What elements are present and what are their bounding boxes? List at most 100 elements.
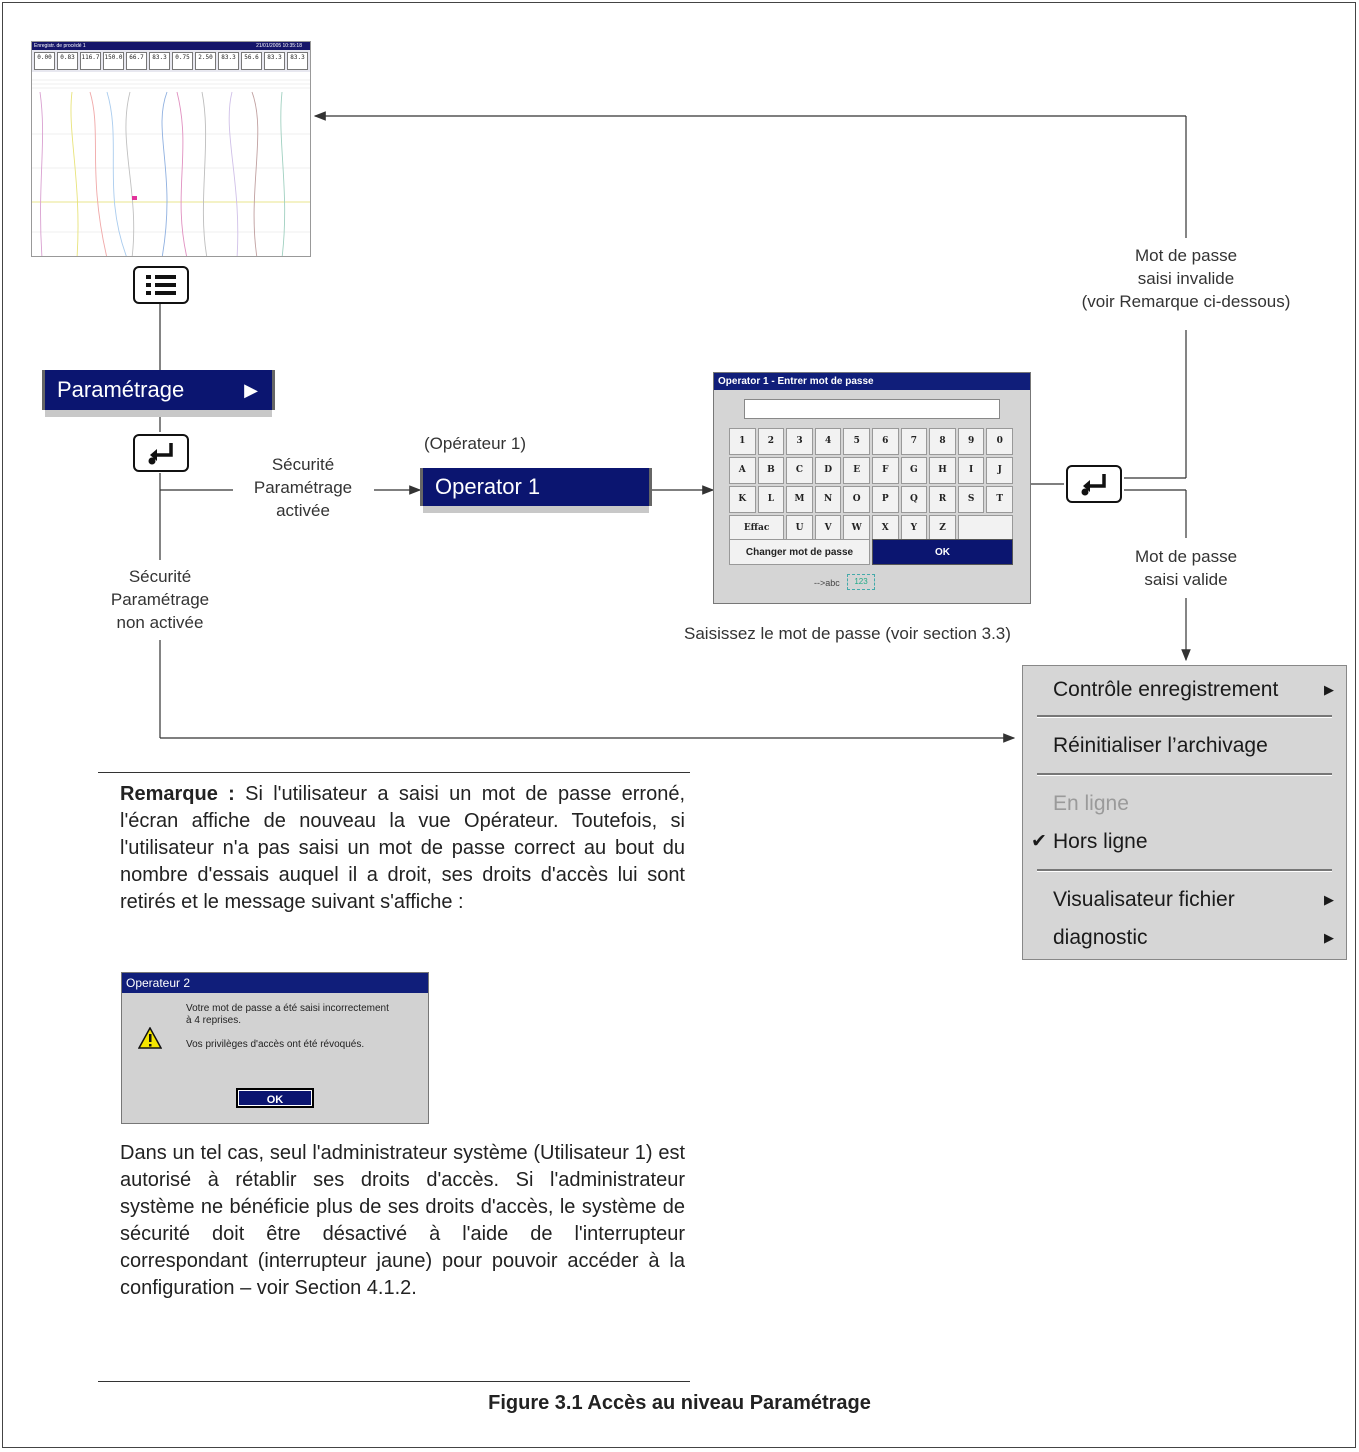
clear-key[interactable]: Effac xyxy=(729,515,785,542)
key-j[interactable]: J xyxy=(986,457,1013,484)
recorder-tile: 83.3 xyxy=(287,52,308,70)
key-2[interactable]: 2 xyxy=(757,428,785,455)
key-n[interactable]: N xyxy=(814,486,842,513)
menu-item-online: En ligne xyxy=(1053,792,1129,815)
key-v[interactable]: V xyxy=(814,515,842,542)
key-t[interactable]: T xyxy=(986,486,1013,513)
key-d[interactable]: D xyxy=(814,457,842,484)
key-8[interactable]: 8 xyxy=(929,428,956,455)
recorder-tile: 0.00 xyxy=(34,52,55,70)
key-r[interactable]: R xyxy=(929,486,956,513)
figure-caption: Figure 3.1 Accès au niveau Paramétrage xyxy=(488,1392,871,1414)
menu-separator xyxy=(1037,869,1332,872)
recorder-tile: 83.3 xyxy=(264,52,285,70)
key-9[interactable]: 9 xyxy=(957,428,985,455)
enter-key-icon xyxy=(1081,474,1106,496)
key-o[interactable]: O xyxy=(843,486,870,513)
error-dialog-title: Operateur 2 xyxy=(122,973,428,993)
warning-icon xyxy=(138,1027,162,1049)
recorder-title: Enregistr. de procédé 1 xyxy=(34,43,86,49)
parametrage-menu-item[interactable]: Paramétrage ▶ xyxy=(42,370,275,417)
enter-key-button-2[interactable] xyxy=(1066,465,1122,503)
error-line-1: Votre mot de passe a été saisi incorrect… xyxy=(186,1003,389,1014)
key-1[interactable]: 1 xyxy=(729,428,756,455)
key-6[interactable]: 6 xyxy=(872,428,899,455)
keypad-ok-button[interactable]: OK xyxy=(872,539,1013,565)
recorder-tile: 116.7 xyxy=(80,52,101,70)
key-c[interactable]: C xyxy=(786,457,813,484)
recorder-screen: Enregistr. de procédé 1 21/01/2005 10:35… xyxy=(31,41,311,257)
key-m[interactable]: M xyxy=(786,486,813,513)
enter-key-button[interactable] xyxy=(133,434,189,472)
operator-shadow xyxy=(423,506,649,513)
menu-item-offline[interactable]: ✔ Hors ligne xyxy=(1031,825,1336,859)
key-k[interactable]: K xyxy=(729,486,756,513)
error-line-3: Vos privilèges d'accès ont été révoqués. xyxy=(186,1039,365,1050)
input-mode-label: -->abc xyxy=(814,578,840,588)
recorder-titlebar: Enregistr. de procédé 1 21/01/2005 10:35… xyxy=(32,42,310,50)
password-input[interactable] xyxy=(744,399,1000,419)
chevron-right-icon: ▶ xyxy=(1324,930,1334,945)
key-5[interactable]: 5 xyxy=(843,428,870,455)
security-on-label: Sécurité Paramétrage activée xyxy=(233,453,373,522)
checkmark-icon: ✔ xyxy=(1031,831,1047,852)
recorder-tile: 0.75 xyxy=(172,52,193,70)
operator-1-item[interactable]: Operator 1 xyxy=(420,468,652,513)
keypad-action-row: Changer mot de passe OK xyxy=(729,539,1013,565)
key-3[interactable]: 3 xyxy=(786,428,813,455)
key-e[interactable]: E xyxy=(843,457,870,484)
menu-item-file-viewer[interactable]: Visualisateur fichier▶ xyxy=(1053,883,1336,917)
parametrage-label: Paramétrage xyxy=(57,377,185,402)
key-q[interactable]: Q xyxy=(900,486,928,513)
enter-key-icon xyxy=(148,443,173,465)
key-z[interactable]: Z xyxy=(929,515,956,542)
key-w[interactable]: W xyxy=(843,515,870,542)
key-7[interactable]: 7 xyxy=(900,428,928,455)
key-f[interactable]: F xyxy=(872,457,899,484)
key-l[interactable]: L xyxy=(757,486,785,513)
key-s[interactable]: S xyxy=(957,486,985,513)
key-y[interactable]: Y xyxy=(900,515,928,542)
menu-separator xyxy=(1037,773,1332,776)
enter-password-note: Saisissez le mot de passe (voir section … xyxy=(684,622,1011,645)
remark-heading: Remarque : xyxy=(120,783,235,805)
operator-caption: (Opérateur 1) xyxy=(424,432,527,455)
key-i[interactable]: I xyxy=(957,457,985,484)
key-x[interactable]: X xyxy=(872,515,899,542)
recorder-tile: 2.50 xyxy=(195,52,216,70)
key-p[interactable]: P xyxy=(872,486,899,513)
menu-item-recording-control[interactable]: Contrôle enregistrement▶ xyxy=(1053,673,1336,707)
error-dialog: Operateur 2 Votre mot de passe a été sai… xyxy=(121,972,429,1124)
key-b[interactable]: B xyxy=(757,457,785,484)
recorder-tile: 150.0 xyxy=(103,52,124,70)
keyboard-toggle-icon[interactable]: 123 xyxy=(847,574,875,590)
remark-bottom-rule xyxy=(98,1381,690,1382)
key-a[interactable]: A xyxy=(729,457,756,484)
change-password-button[interactable]: Changer mot de passe xyxy=(729,539,870,565)
error-ok-button[interactable]: OK xyxy=(236,1088,314,1108)
menu-item-diagnostic[interactable]: diagnostic▶ xyxy=(1053,921,1336,955)
list-icon xyxy=(146,275,176,295)
recorder-tile: 56.6 xyxy=(241,52,262,70)
recorder-tile: 66.7 xyxy=(126,52,147,70)
key-u[interactable]: U xyxy=(786,515,813,542)
key-g[interactable]: G xyxy=(900,457,928,484)
remark-top-rule xyxy=(98,772,690,773)
key-0[interactable]: 0 xyxy=(986,428,1013,455)
recorder-trend-chart xyxy=(32,72,310,256)
menu-item-reset-archive[interactable]: Réinitialiser l’archivage xyxy=(1053,734,1268,757)
recorder-tile: 0.83 xyxy=(57,52,78,70)
error-line-2: à 4 reprises. xyxy=(186,1015,242,1026)
blank-key[interactable] xyxy=(957,515,1013,542)
remark-paragraph-2: Dans un tel cas, seul l'administrateur s… xyxy=(120,1142,685,1299)
chevron-right-icon: ▶ xyxy=(244,380,258,400)
chevron-right-icon: ▶ xyxy=(1324,892,1334,907)
key-h[interactable]: H xyxy=(929,457,956,484)
menu-key-button[interactable] xyxy=(133,266,189,304)
key-4[interactable]: 4 xyxy=(814,428,842,455)
invalid-password-label: Mot de passe saisi invalide (voir Remarq… xyxy=(1028,244,1344,313)
operator-label: Operator 1 xyxy=(435,474,541,499)
